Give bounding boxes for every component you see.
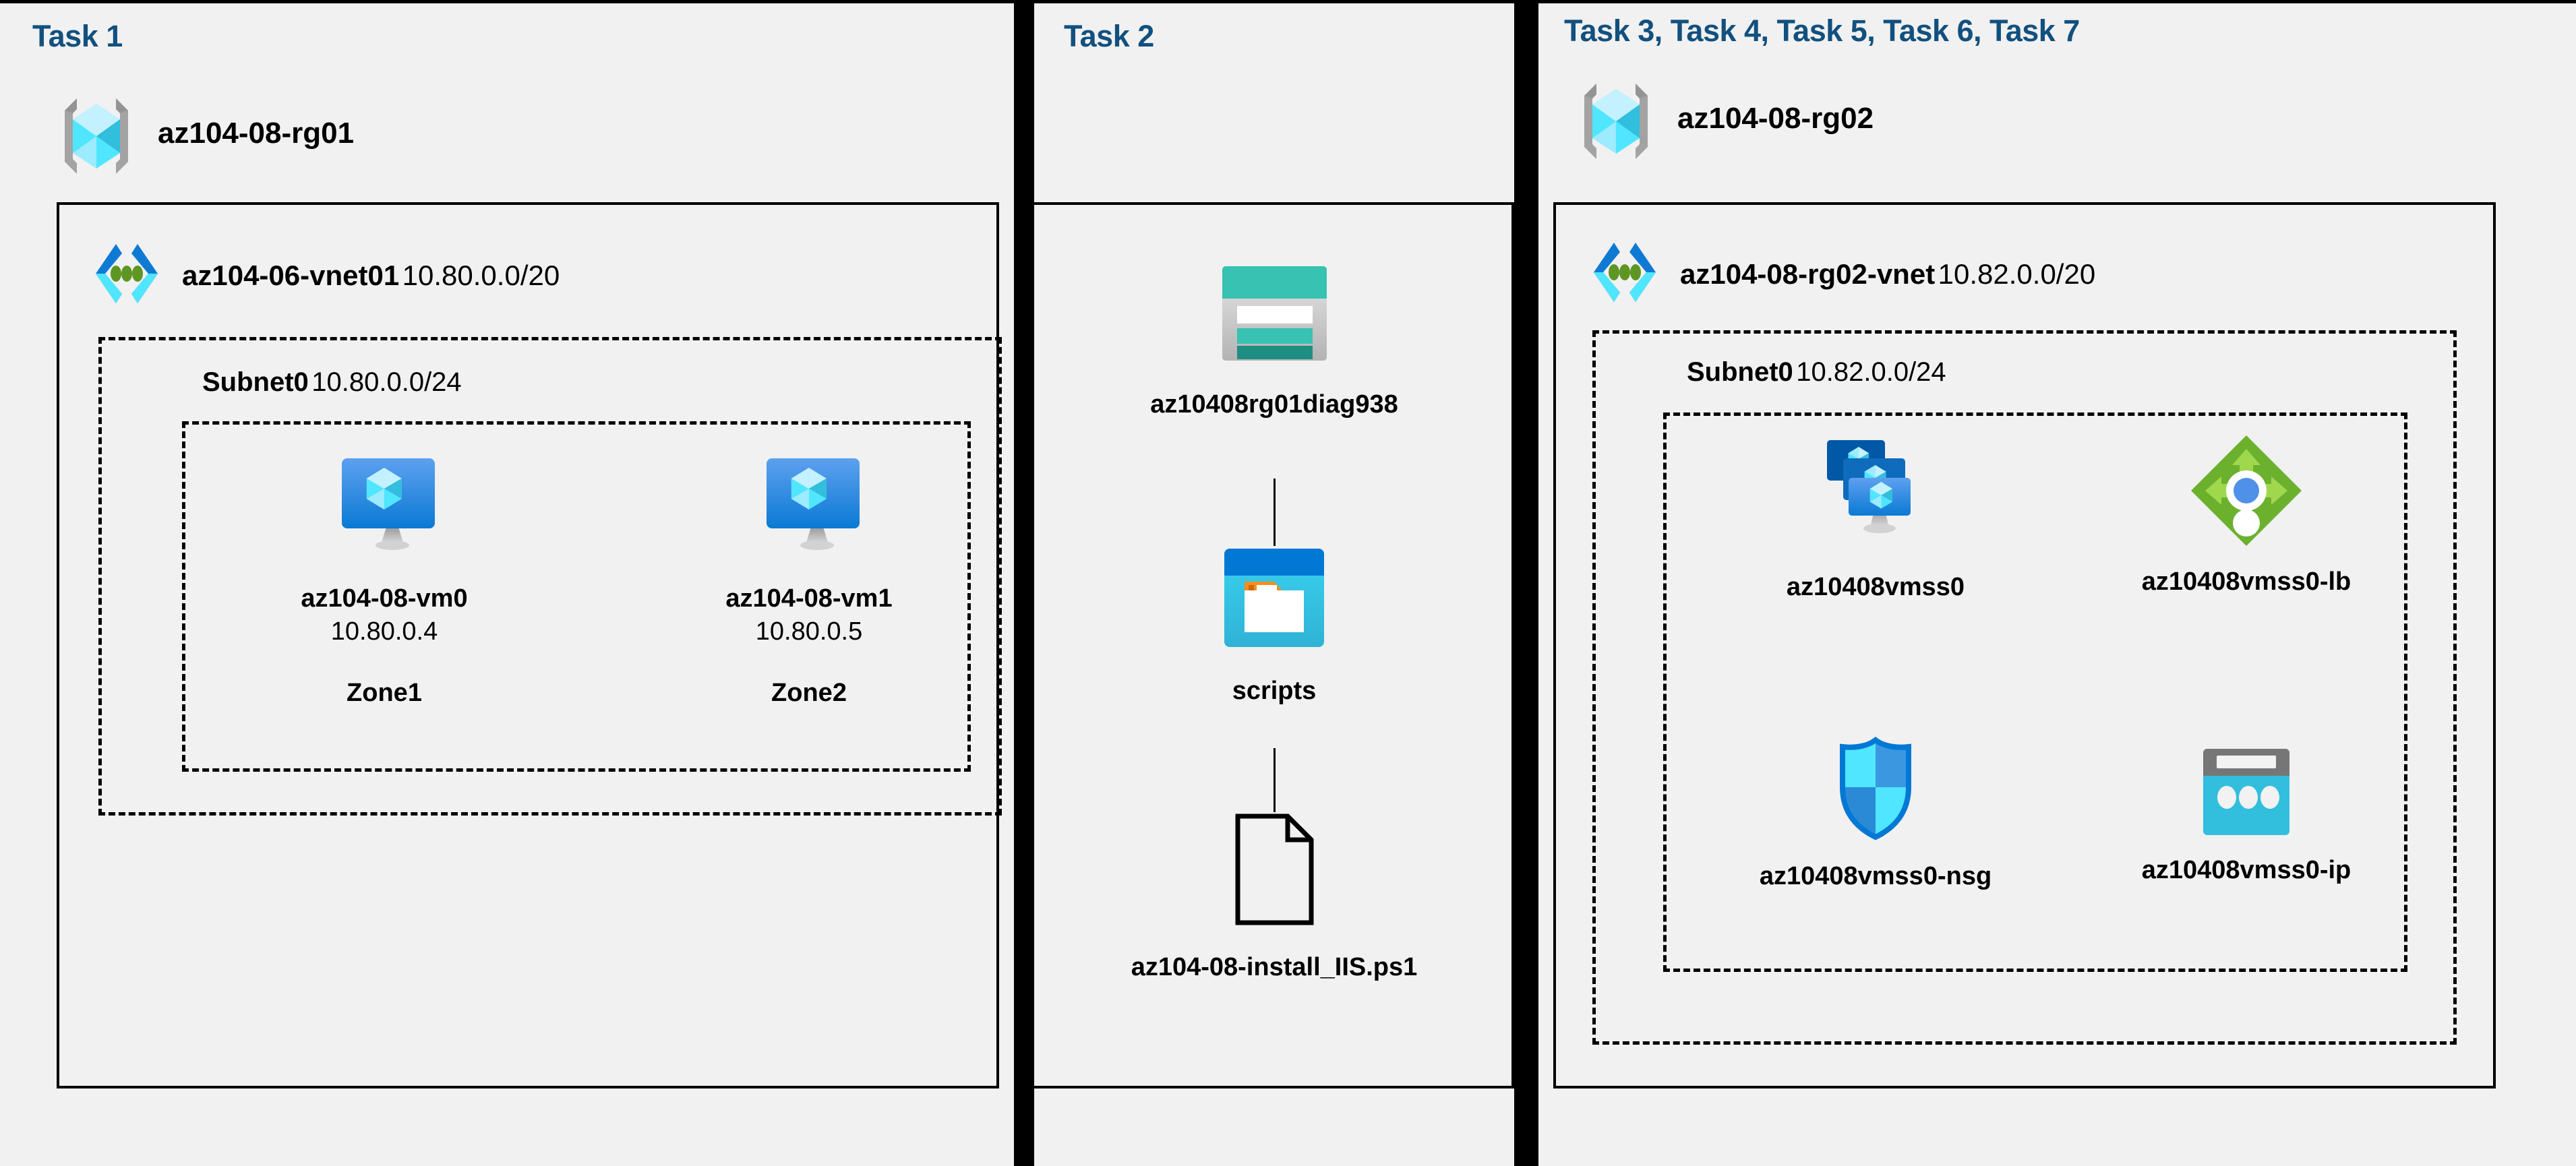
network-security-group-icon [1832,735,1919,846]
node-label: scripts [1232,677,1317,705]
node-label: az104-08-install_IIS.ps1 [1131,953,1418,981]
task1-subnet-box [98,337,1002,816]
node-install-iis-script[interactable]: az104-08-install_IIS.ps1 [1072,812,1476,982]
node-az10408vmss0-ip[interactable]: az10408vmss0-ip [2098,745,2395,885]
file-document-icon [1232,812,1317,930]
storage-account-icon [1216,263,1334,367]
node-ip: 10.80.0.5 [755,617,863,646]
task1-subnet-cidr: 10.80.0.0/24 [311,367,462,397]
task3-7-subnet-cidr: 10.82.0.0/24 [1796,357,1946,387]
node-ip: 10.80.0.4 [330,617,438,646]
task3-7-subnet-label: Subnet0 10.82.0.0/24 [1687,357,1946,388]
task1-resource-group-box [57,202,999,1088]
task3-7-subnet-box [1592,330,2457,1045]
node-az104-08-vm0[interactable]: az104-08-vm0 10.80.0.4 Zone1 [270,452,499,708]
task1-resource-group-header: az104-08-rg01 [53,88,354,179]
task3-7-vnet-cidr: 10.82.0.0/20 [1938,257,2096,290]
node-label: az10408vmss0-nsg [1759,862,1992,890]
connector-scripts-to-file [1274,748,1276,812]
virtual-machine-icon [334,452,435,563]
panel-task1: Task 1 [0,0,1014,1166]
task3-7-resource-group-inner-box [1663,412,2407,972]
task3-7-title: Task 3, Task 4, Task 5, Task 6, Task 7 [1564,13,2080,48]
node-label: az10408vmss0-lb [2141,567,2352,596]
load-balancer-icon [2188,431,2306,553]
task3-7-resource-group-box [1553,202,2496,1088]
node-az10408vmss0-lb[interactable]: az10408vmss0-lb [2098,431,2395,596]
task1-resource-group-name: az104-08-rg01 [158,116,355,150]
node-az10408vmss0-nsg[interactable]: az10408vmss0-nsg [1727,735,2024,891]
task3-7-vnet-name: az104-08-rg02-vnet [1680,257,1936,290]
panel-task3-7: Task 3, Task 4, Task 5, Task 6, Task 7 [1538,0,2576,1166]
resource-group-icon [53,88,140,179]
public-ip-address-icon [2198,745,2296,842]
resource-group-icon [1572,73,1660,164]
task2-title: Task 2 [1064,19,1154,53]
task1-vm-group-box [182,421,971,772]
task3-7-resource-group-header: az104-08-rg02 [1572,73,1874,164]
task1-title: Task 1 [32,19,123,53]
node-label: az10408rg01diag938 [1150,390,1398,419]
task1-vnet-cidr: 10.80.0.0/20 [402,259,560,291]
virtual-machine-icon [758,452,860,563]
node-storage-account[interactable]: az10408rg01diag938 [1072,263,1476,419]
node-zone: Zone1 [347,679,422,707]
node-label: az104-08-vm0 [301,584,468,613]
blob-container-icon [1220,546,1328,654]
vm-scale-set-icon [1815,435,1936,559]
panel-separator-1 [1014,0,1034,1166]
connector-storage-to-scripts [1274,479,1276,546]
virtual-network-icon [1587,235,1663,313]
top-rule [0,0,2576,3]
node-zone: Zone2 [771,679,847,707]
task1-subnet-label: Subnet0 10.80.0.0/24 [202,367,462,398]
node-blob-container-scripts[interactable]: scripts [1072,546,1476,706]
node-label: az104-08-vm1 [725,584,893,613]
task1-subnet-name: Subnet0 [202,367,309,397]
panel-task2: Task 2 az10408rg [1034,0,1514,1166]
node-az104-08-vm1[interactable]: az104-08-vm1 10.80.0.5 Zone2 [694,452,924,708]
task3-7-subnet-name: Subnet0 [1687,357,1793,387]
virtual-network-icon [89,236,164,315]
task3-7-resource-group-name: az104-08-rg02 [1677,101,1874,135]
panel-separator-2 [1514,0,1538,1166]
node-label: az10408vmss0-ip [2141,856,2352,884]
task1-vnet-name: az104-06-vnet01 [182,259,400,291]
node-az10408vmss0[interactable]: az10408vmss0 [1727,435,2024,602]
task3-7-vnet-header: az104-08-rg02-vnet 10.82.0.0/20 [1587,235,2095,313]
node-label: az10408vmss0 [1786,573,1965,601]
task1-vnet-header: az104-06-vnet01 10.80.0.0/20 [89,236,560,315]
